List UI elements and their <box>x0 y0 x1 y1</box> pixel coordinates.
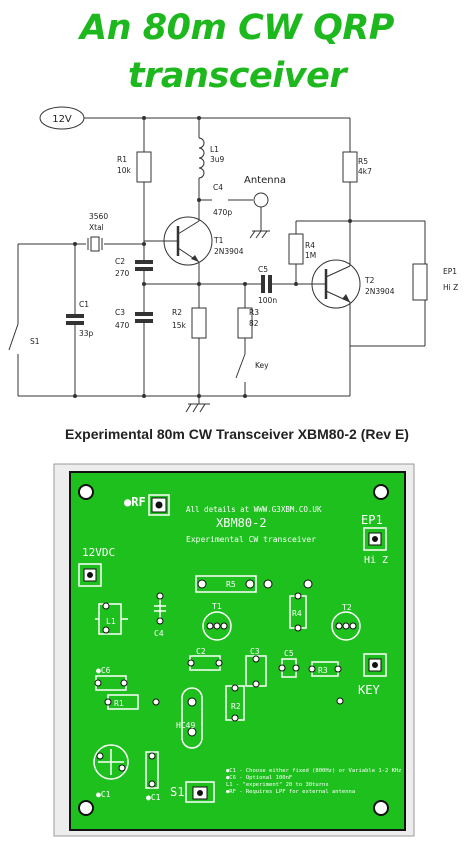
pcb-details-text: All details at WWW.G3XBM.CO.UK <box>186 505 322 514</box>
r3-value: 82 <box>249 319 259 328</box>
c1-label: C1 <box>79 300 89 309</box>
ep1-impedance: Hi Z <box>443 283 458 292</box>
r4-value: 1M <box>305 251 316 260</box>
pcb-r4-label: R4 <box>292 609 302 618</box>
l1-label: L1 <box>210 145 219 154</box>
r2-value: 15k <box>172 321 187 330</box>
pcb-board-name: XBM80-2 <box>216 516 267 530</box>
r2-label: R2 <box>172 308 182 317</box>
t1-type: 2N3904 <box>214 247 244 256</box>
pcb-note: ●C6 - Optional 100nF <box>226 775 292 781</box>
schematic-diagram: 12V L1 3u9 C4 470p Antenna R1 10k R5 4k7… <box>8 106 458 413</box>
r5-label: R5 <box>358 157 368 166</box>
c4-label: C4 <box>213 183 223 192</box>
t1-label: T1 <box>213 236 224 245</box>
c3-value: 470 <box>115 321 130 330</box>
pcb-hiz-label: Hi Z <box>364 555 388 566</box>
title-line-2: transceiver <box>127 56 347 96</box>
r5-value: 4k7 <box>358 167 372 176</box>
pcb-r3-label: R3 <box>318 666 328 675</box>
pcb-layout: ●RF All details at WWW.G3XBM.CO.UK XBM80… <box>53 463 415 837</box>
antenna-label: Antenna <box>244 175 286 186</box>
l1-value: 3u9 <box>210 155 225 164</box>
pcb-rf-label: ●RF <box>124 495 146 509</box>
c4-value: 470p <box>213 208 232 217</box>
r1-label: R1 <box>117 155 127 164</box>
pcb-c3-label: C3 <box>250 647 260 656</box>
pcb-c5-label: C5 <box>284 649 294 658</box>
xtal-label: Xtal <box>89 223 104 232</box>
t2-label: T2 <box>364 276 375 285</box>
key-label: Key <box>255 361 269 370</box>
s1-label: S1 <box>30 337 40 346</box>
c3-label: C3 <box>115 308 125 317</box>
ep1-label: EP1 <box>443 267 457 276</box>
pcb-s1-label: S1 <box>170 785 184 799</box>
supply-label: 12V <box>52 114 72 125</box>
t2-type: 2N3904 <box>365 287 395 296</box>
pcb-note: ●RF - Requires LPF for external antenna <box>226 789 355 795</box>
xtal-frequency: 3560 <box>89 212 108 221</box>
pcb-c2-label: C2 <box>196 647 206 656</box>
c5-label: C5 <box>258 265 268 274</box>
r3-label: R3 <box>249 308 259 317</box>
pcb-r2-label: R2 <box>231 702 241 711</box>
pcb-c6-label: ●C6 <box>96 666 111 675</box>
c1-value: 33p <box>79 329 94 338</box>
pcb-hc49-label: HC49 <box>176 721 195 730</box>
pcb-12vdc-label: 12VDC <box>82 546 115 559</box>
pcb-r1-label: R1 <box>114 699 124 708</box>
pcb-t1-label: T1 <box>212 602 222 611</box>
pcb-c1-label-fixed: ●C1 <box>146 793 161 802</box>
pcb-note: L1 - "experiment" 20 to 30turns <box>226 782 329 788</box>
pcb-t2-label: T2 <box>342 603 352 612</box>
pcb-r5-label: R5 <box>226 580 236 589</box>
schematic-caption: Experimental 80m CW Transceiver XBM80-2 … <box>65 426 409 442</box>
pcb-subtitle: Experimental CW transceiver <box>186 535 316 544</box>
pcb-note: ●C1 - Choose either fixed (800Hz) or Var… <box>226 768 402 774</box>
pcb-key-label: KEY <box>358 683 380 697</box>
title-line-1: An 80m CW QRP <box>80 8 394 48</box>
pcb-c4-label: C4 <box>154 629 164 638</box>
pcb-ep1-label: EP1 <box>361 513 383 527</box>
c5-value: 100n <box>258 296 277 305</box>
pcb-c1-label-variable: ●C1 <box>96 790 111 799</box>
r1-value: 10k <box>117 166 132 175</box>
c2-label: C2 <box>115 257 125 266</box>
r4-label: R4 <box>305 241 315 250</box>
c2-value: 270 <box>115 269 130 278</box>
pcb-l1-label: L1 <box>106 617 116 626</box>
